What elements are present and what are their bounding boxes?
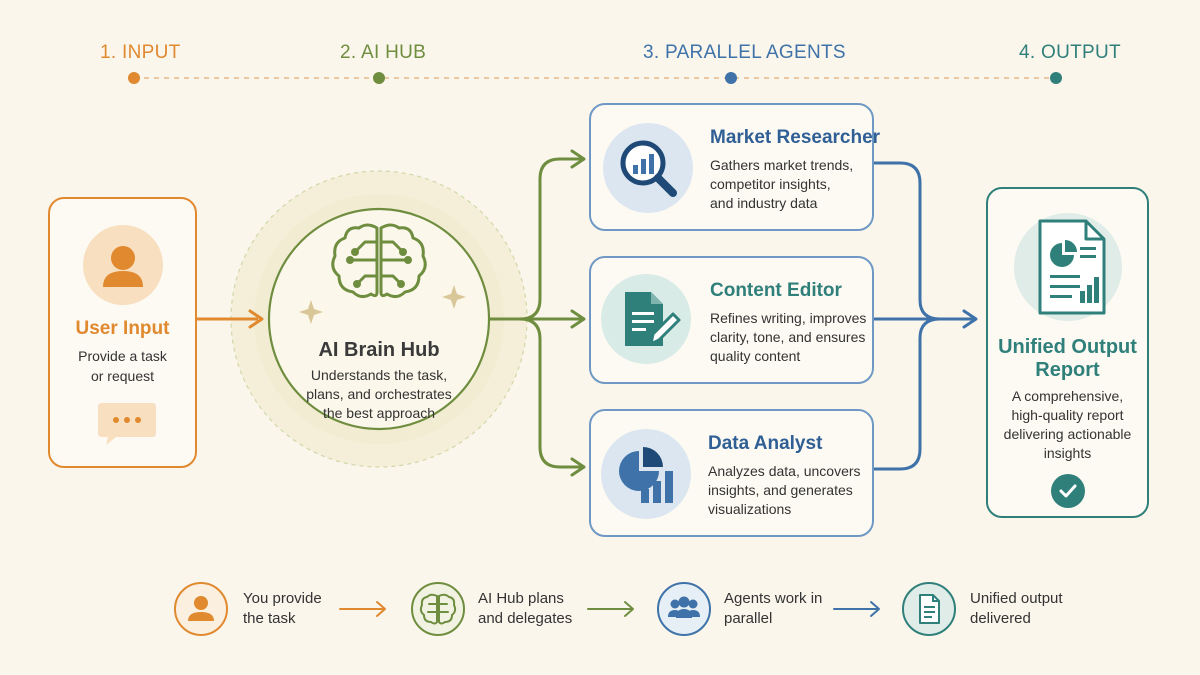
footer-step-text: Unified output delivered: [970, 590, 1063, 627]
footer-document-icon: [902, 582, 956, 636]
footer-step-text: AI Hub plans and delegates: [478, 590, 573, 627]
footer-brain-icon: [411, 582, 465, 636]
footer-arrow-3: [833, 601, 880, 617]
document-pencil-icon: [601, 274, 691, 364]
magnifier-chart-icon: [603, 123, 693, 213]
agent-title: Data Analyst: [708, 433, 823, 454]
output-description: A comprehensive, high-quality report del…: [1003, 388, 1132, 461]
pie-bar-chart-icon: [601, 429, 691, 519]
agent-description: Gathers market trends, competitor insigh…: [710, 157, 854, 211]
hub-description: Understands the task, plans, and orchest…: [306, 367, 452, 421]
agent-title: Market Researcher: [710, 127, 881, 148]
footer-arrow-2: [587, 601, 634, 617]
agent-description: Refines writing, improves clarity, tone,…: [710, 310, 867, 364]
hub-to-agents-arrows: [488, 149, 586, 477]
chat-bubble-icon: [96, 401, 158, 447]
stage-label-input: 1. INPUT: [100, 42, 181, 63]
report-icon: [1014, 213, 1122, 321]
user-input-title: User Input: [75, 318, 170, 339]
footer-step-text: Agents work in parallel: [724, 590, 823, 627]
agent-card-content-editor[interactable]: Content Editor Refines writing, improves…: [589, 256, 874, 384]
agent-card-data-analyst[interactable]: Data Analyst Analyzes data, uncovers ins…: [589, 409, 874, 537]
timeline-dot-hub: [373, 72, 385, 84]
user-icon: [83, 225, 163, 305]
brain-circuit-icon: [325, 220, 433, 302]
stage-label-agents: 3. PARALLEL AGENTS: [643, 42, 846, 63]
user-input-card[interactable]: User Input Provide a task or request: [48, 197, 197, 468]
check-icon: [1051, 474, 1085, 508]
footer-step-text: You provide the task: [243, 590, 322, 627]
hub-title: AI Brain Hub: [318, 339, 440, 361]
footer-user-icon: [174, 582, 228, 636]
user-input-description: Provide a task or request: [78, 348, 167, 384]
agent-description: Analyzes data, uncovers insights, and ge…: [708, 463, 861, 517]
stage-label-output: 4. OUTPUT: [1019, 42, 1121, 63]
output-title: Unified Output Report: [998, 336, 1137, 381]
agent-title: Content Editor: [710, 280, 842, 301]
sparkle-icon: [442, 285, 466, 309]
footer-team-icon: [657, 582, 711, 636]
footer-arrow-1: [339, 601, 386, 617]
agents-to-output-arrows: [872, 161, 978, 471]
timeline-dot-output: [1050, 72, 1062, 84]
agent-card-market-researcher[interactable]: Market Researcher Gathers market trends,…: [589, 103, 880, 231]
stage-label-hub: 2. AI HUB: [340, 42, 427, 63]
output-card[interactable]: Unified Output Report A comprehensive, h…: [986, 187, 1149, 518]
timeline-dot-agents: [725, 72, 737, 84]
input-to-hub-arrow: [197, 309, 264, 329]
sparkle-icon: [299, 300, 323, 324]
timeline-dot-input: [128, 72, 140, 84]
